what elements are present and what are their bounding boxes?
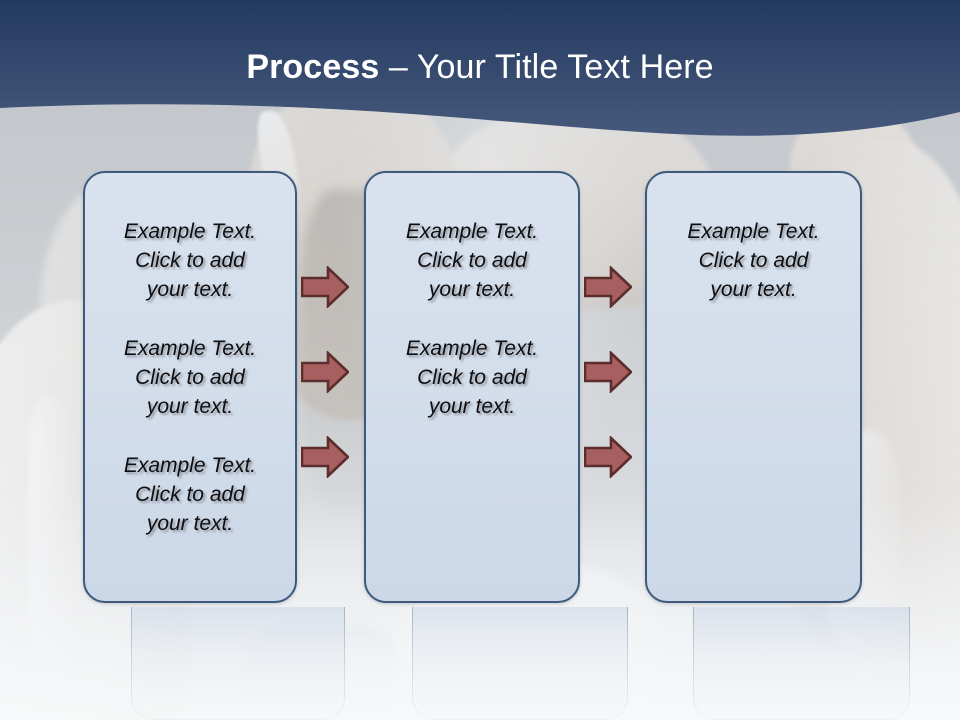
arrow-right-icon[interactable] [584,436,632,478]
process-box-2[interactable]: Example Text. Click to add your text. Ex… [364,171,580,603]
process-box-1-paragraph-3[interactable]: Example Text. Click to add your text. [123,454,257,535]
box-reflection-1 [131,607,345,720]
process-box-1-paragraph-1[interactable]: Example Text. Click to add your text. [123,220,257,301]
process-box-1-paragraph-2[interactable]: Example Text. Click to add your text. [123,337,257,418]
process-box-1[interactable]: Example Text. Click to add your text. Ex… [83,171,297,603]
arrow-right-icon[interactable] [584,266,632,308]
process-box-3-content: Example Text. Click to add your text. [647,173,860,304]
box-reflection-2 [412,607,628,720]
arrow-right-icon[interactable] [301,266,349,308]
arrow-right-icon[interactable] [301,351,349,393]
page-title-bold: Process [246,48,380,86]
process-box-1-content: Example Text. Click to add your text. Ex… [85,173,295,538]
page-title-separator: – [379,48,417,86]
box-reflection-3 [693,607,910,720]
process-box-2-paragraph-1[interactable]: Example Text. Click to add your text. [405,220,539,301]
process-box-2-paragraph-2[interactable]: Example Text. Click to add your text. [405,337,539,418]
process-box-2-content: Example Text. Click to add your text. Ex… [366,173,578,421]
arrow-right-icon[interactable] [301,436,349,478]
arrow-right-icon[interactable] [584,351,632,393]
process-box-3-paragraph-1[interactable]: Example Text. Click to add your text. [687,220,820,301]
page-title-rest: Your Title Text Here [416,48,714,86]
process-box-3[interactable]: Example Text. Click to add your text. [645,171,862,603]
page-title: Process – Your Title Text Here [0,46,960,88]
